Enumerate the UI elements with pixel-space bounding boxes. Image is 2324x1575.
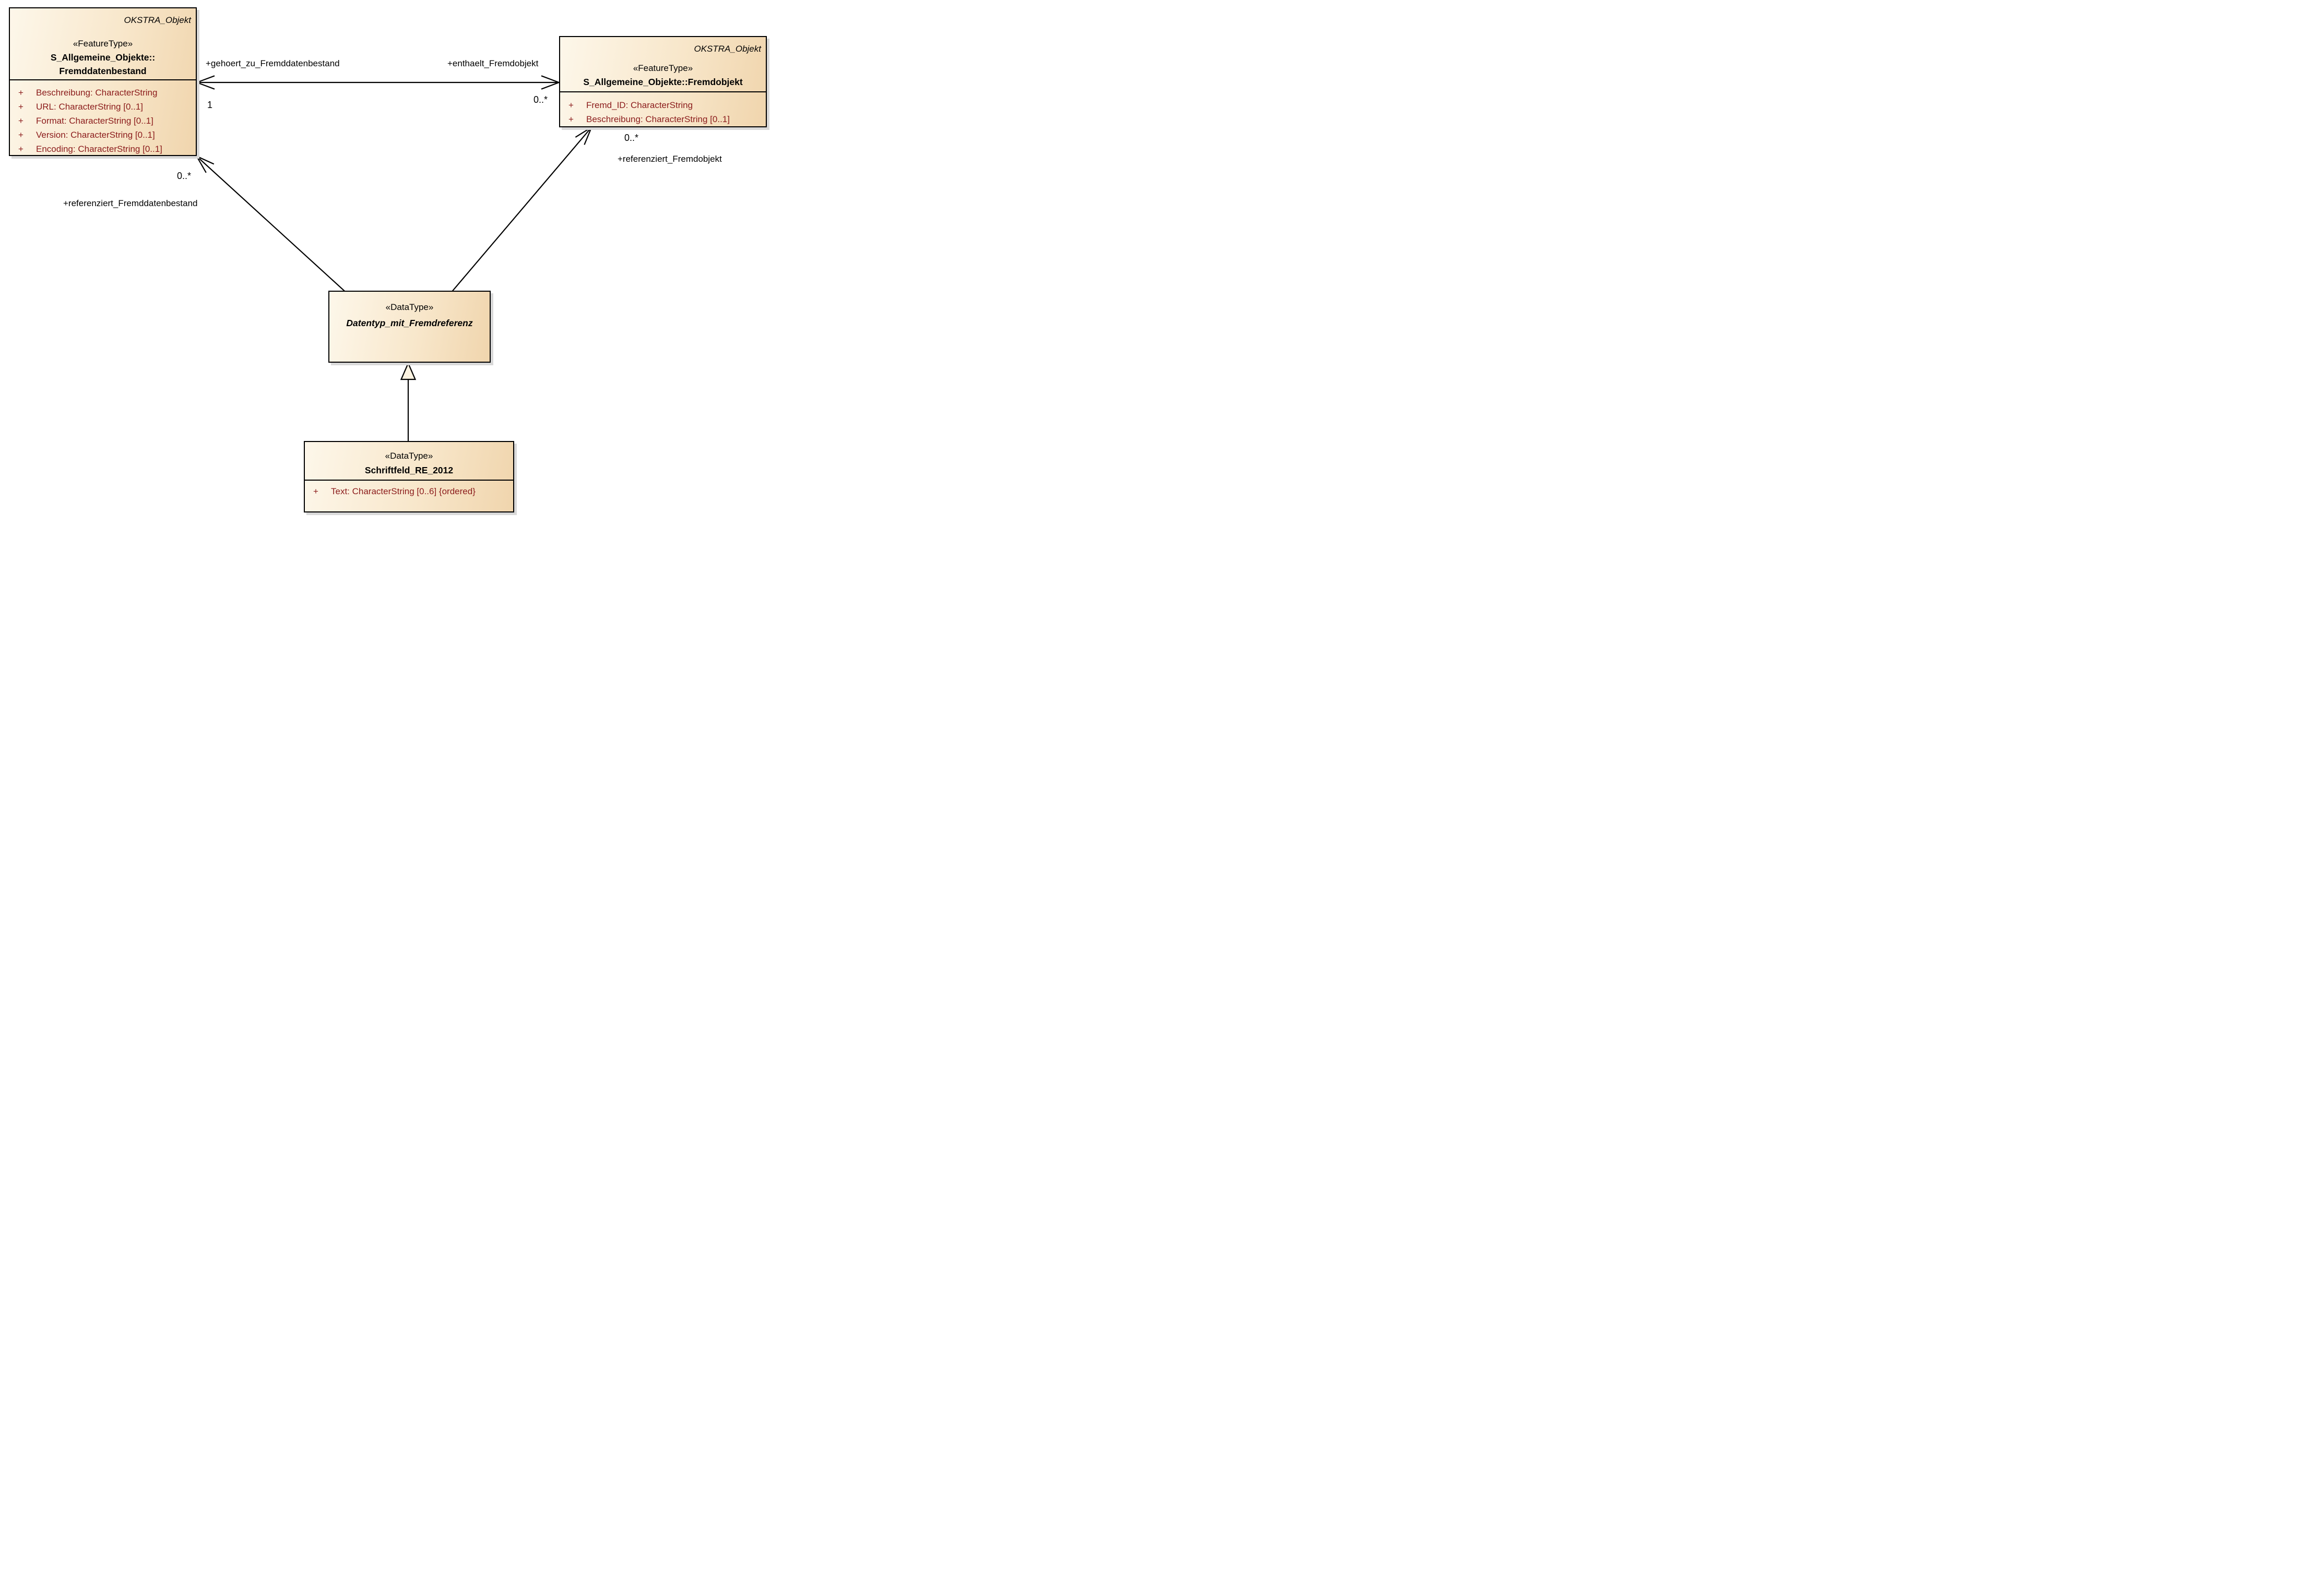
role-referenziert-fremddatenbestand: +referenziert_Fremddatenbestand bbox=[63, 198, 198, 208]
attribute-text: + Text: CharacterString [0..6] {ordered} bbox=[305, 484, 513, 498]
multiplicity-one: 1 bbox=[207, 100, 213, 110]
stereotype-label: «FeatureType» bbox=[73, 39, 133, 49]
multiplicity-ref-fremdobjekt: 0..* bbox=[624, 133, 639, 143]
attribute-beschreibung: + Beschreibung: CharacterString [0..1] bbox=[560, 112, 766, 126]
class-fremddatenbestand: OKSTRA_Objekt «FeatureType» S_Allgemeine… bbox=[9, 7, 197, 156]
stereotype-label: «DataType» bbox=[385, 302, 434, 312]
visibility-marker: + bbox=[18, 130, 23, 140]
stereotype-label: «DataType» bbox=[385, 451, 433, 461]
generalization-triangle-arrowhead bbox=[400, 362, 417, 380]
class-schriftfeld-re-2012: «DataType» Schriftfeld_RE_2012 + Text: C… bbox=[304, 441, 514, 512]
class-fremdobjekt: OKSTRA_Objekt «FeatureType» S_Allgemeine… bbox=[559, 36, 767, 127]
association-ref-fremdobjekt-line bbox=[452, 126, 592, 292]
attribute-url: + URL: CharacterString [0..1] bbox=[10, 100, 196, 114]
visibility-marker: + bbox=[18, 88, 23, 98]
association-ref-fremddatenbestand-line bbox=[196, 156, 345, 292]
multiplicity-ref-fremddatenbestand: 0..* bbox=[177, 171, 192, 181]
arrowhead-right-open bbox=[541, 75, 561, 90]
role-enthaelt-fremdobjekt: +enthaelt_Fremdobjekt bbox=[447, 58, 539, 68]
class-name-line2: Fremddatenbestand bbox=[59, 66, 147, 76]
attribute-beschreibung: + Beschreibung: CharacterString bbox=[10, 86, 196, 100]
uml-class-diagram: OKSTRA_Objekt «FeatureType» S_Allgemeine… bbox=[0, 0, 775, 525]
visibility-marker: + bbox=[568, 114, 574, 124]
class-name: S_Allgemeine_Objekte::Fremdobjekt bbox=[583, 77, 743, 87]
visibility-marker: + bbox=[18, 144, 23, 154]
arrowhead-left-open bbox=[195, 75, 215, 90]
multiplicity-enthaelt-zero-many: 0..* bbox=[533, 94, 548, 105]
package-label: OKSTRA_Objekt bbox=[694, 44, 762, 54]
attribute-fremd-id: + Fremd_ID: CharacterString bbox=[560, 98, 766, 112]
attribute-version: + Version: CharacterString [0..1] bbox=[10, 128, 196, 142]
attribute-encoding: + Encoding: CharacterString [0..1] bbox=[10, 142, 196, 156]
class-name-line1: S_Allgemeine_Objekte:: bbox=[50, 52, 156, 63]
class-name: Schriftfeld_RE_2012 bbox=[364, 465, 454, 475]
package-label: OKSTRA_Objekt bbox=[124, 15, 192, 25]
role-referenziert-fremdobjekt: +referenziert_Fremdobjekt bbox=[618, 154, 722, 164]
visibility-marker: + bbox=[18, 102, 23, 112]
stereotype-label: «FeatureType» bbox=[633, 63, 693, 73]
visibility-marker: + bbox=[18, 116, 23, 126]
arrowhead-ref-fremddatenbestand bbox=[195, 154, 215, 173]
role-gehoert-zu-fremddatenbestand: +gehoert_zu_Fremddatenbestand bbox=[206, 58, 340, 68]
class-name: Datentyp_mit_Fremdreferenz bbox=[346, 318, 473, 328]
visibility-marker: + bbox=[313, 486, 318, 496]
relationship-lines-layer bbox=[195, 75, 593, 441]
visibility-marker: + bbox=[568, 100, 574, 110]
class-datentyp-mit-fremdreferenz: «DataType» Datentyp_mit_Fremdreferenz bbox=[328, 291, 491, 363]
attribute-format: + Format: CharacterString [0..1] bbox=[10, 114, 196, 128]
